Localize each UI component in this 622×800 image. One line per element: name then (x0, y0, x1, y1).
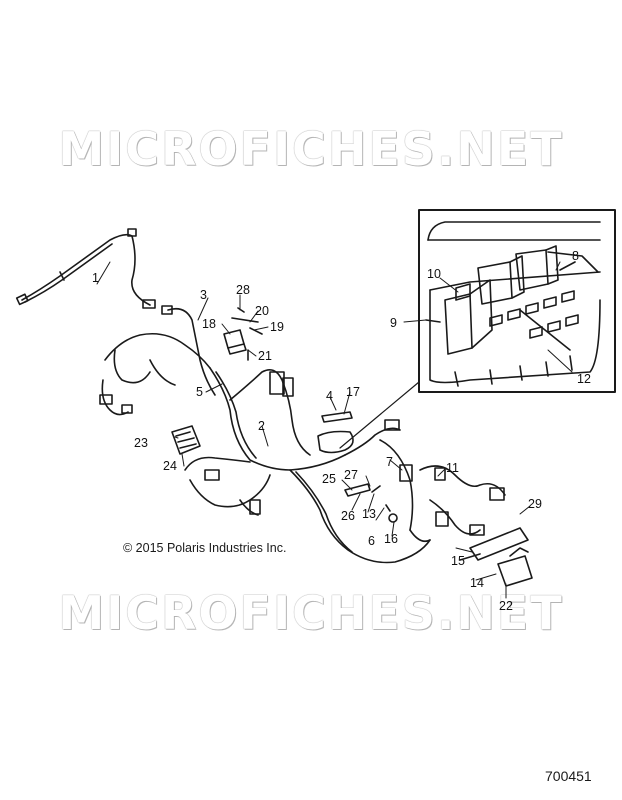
callout-1: 1 (92, 271, 99, 285)
callout-10: 10 (427, 267, 441, 281)
callout-21: 21 (258, 349, 272, 363)
callout-26: 26 (341, 509, 355, 523)
callout-25: 25 (322, 472, 336, 486)
callout-2: 2 (258, 419, 265, 433)
callout-13: 13 (362, 507, 376, 521)
callout-22: 22 (499, 599, 513, 613)
callout-27: 27 (344, 468, 358, 482)
callout-18: 18 (202, 317, 216, 331)
callout-11: 11 (446, 461, 459, 475)
callout-29: 29 (528, 497, 542, 511)
box-14 (497, 547, 533, 587)
callout-8: 8 (572, 249, 579, 263)
callout-3: 3 (200, 288, 207, 302)
callout-9: 9 (390, 316, 397, 330)
callout-12: 12 (577, 372, 591, 386)
callout-24: 24 (163, 459, 177, 473)
callout-15: 15 (451, 554, 465, 568)
callout-19: 19 (270, 320, 284, 334)
connector-4 (317, 411, 354, 454)
callout-6: 6 (368, 534, 375, 548)
callout-4: 4 (326, 389, 333, 403)
callout-17: 17 (346, 385, 360, 399)
callout-16: 16 (384, 532, 398, 546)
copyright-notice: © 2015 Polaris Industries Inc. (123, 541, 287, 555)
document-number: 700451 (545, 768, 592, 784)
harness-1 (15, 228, 156, 309)
callout-14: 14 (470, 576, 484, 590)
watermark-bottom: MICROFICHES.NET (58, 586, 564, 640)
callout-7: 7 (386, 455, 393, 469)
relay-18 (223, 307, 263, 361)
callout-5: 5 (196, 385, 203, 399)
harness-3 (161, 305, 216, 396)
watermark-top: MICROFICHES.NET (58, 122, 564, 176)
bracket-15 (459, 527, 529, 561)
small-parts (344, 483, 398, 523)
leader-lines (96, 261, 573, 599)
harness-main (99, 332, 506, 564)
module-23 (171, 425, 201, 455)
fuse-box-inset (339, 209, 616, 449)
callout-20: 20 (255, 304, 269, 318)
callout-28: 28 (236, 283, 250, 297)
callout-23: 23 (134, 436, 148, 450)
